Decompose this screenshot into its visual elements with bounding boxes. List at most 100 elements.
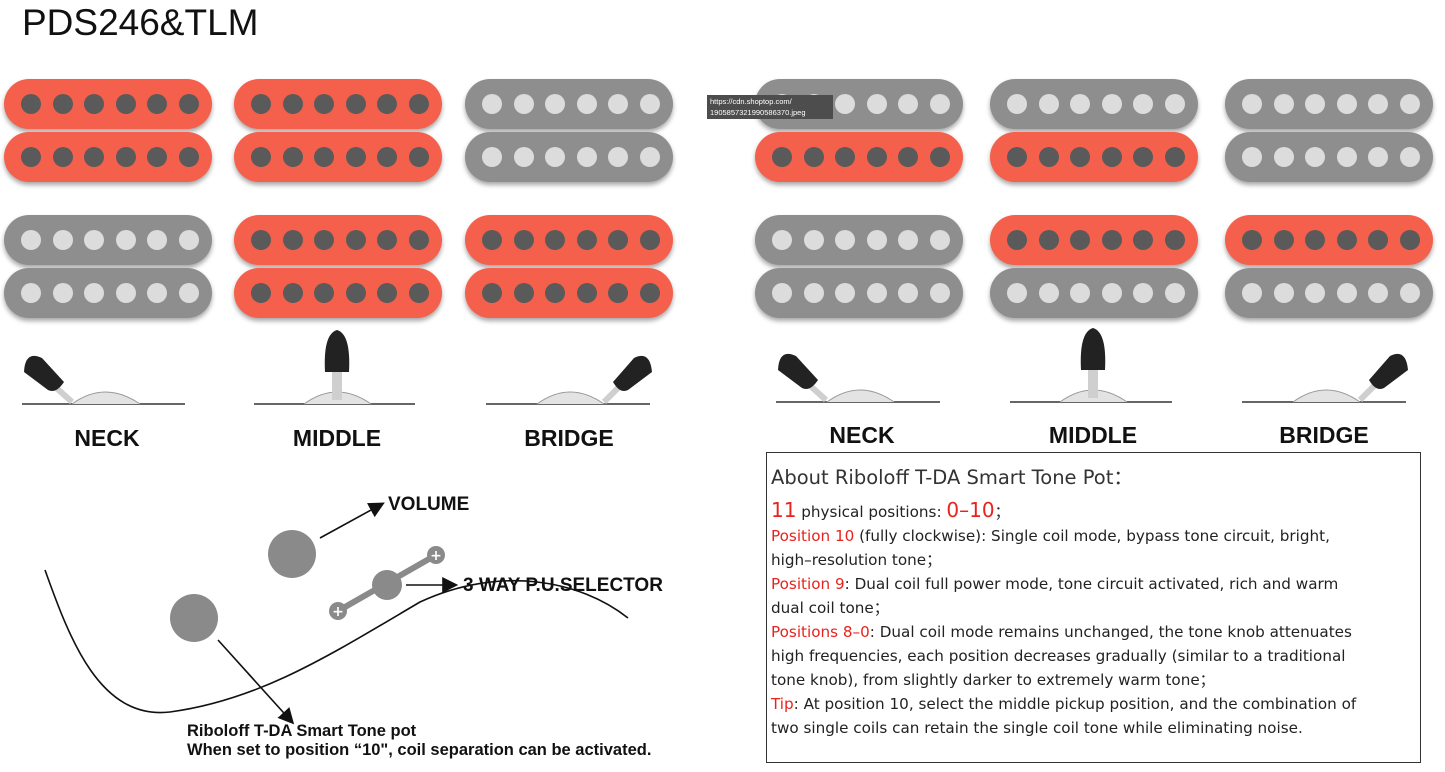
pole-piece (1164, 94, 1185, 114)
pole-piece (1273, 283, 1294, 303)
pole-piece (513, 147, 534, 167)
info-line-positions: 11 physical positions: 0–10； (771, 498, 1010, 522)
pole-piece (1038, 283, 1059, 303)
pole-piece (345, 94, 366, 114)
pole-piece (251, 94, 271, 114)
switch-bridge-icon-right (1242, 353, 1408, 403)
tooltip-line-1: https://cdn.shoptop.com/ (710, 97, 792, 106)
pole-piece (929, 94, 950, 114)
label-neck: NECK (74, 425, 140, 451)
pole-piece (513, 94, 534, 114)
pole-piece (639, 283, 660, 303)
pole-piece (377, 230, 397, 250)
pole-piece (115, 230, 136, 250)
pole-piece (1368, 94, 1388, 114)
pole-piece (314, 94, 334, 114)
pole-piece (178, 283, 199, 303)
info-heading: About Riboloff T-DA Smart Tone Pot： (771, 466, 1133, 489)
pole-piece (608, 283, 628, 303)
pole-piece (835, 230, 855, 250)
pole-piece (639, 94, 660, 114)
pole-piece (929, 283, 950, 303)
switch-middle-icon (254, 330, 415, 405)
pole-piece (803, 283, 824, 303)
pole-piece (803, 147, 824, 167)
pole-piece (1164, 230, 1185, 250)
pickup-coil-neck (4, 268, 212, 318)
info-line-pos10-cont: high–resolution tone； (771, 551, 942, 569)
pole-piece (52, 147, 73, 167)
label-neck-right: NECK (829, 422, 895, 448)
pole-piece (345, 283, 366, 303)
pole-piece (1101, 94, 1122, 114)
pole-piece (772, 230, 792, 250)
pole-piece (1242, 147, 1262, 167)
pole-piece (1242, 283, 1262, 303)
volume-knob-icon (268, 530, 316, 578)
pole-piece (52, 230, 73, 250)
pole-piece (513, 283, 534, 303)
pole-piece (1273, 147, 1294, 167)
label-middle-right: MIDDLE (1048, 422, 1138, 448)
pole-piece (314, 283, 334, 303)
pole-piece (1038, 94, 1059, 114)
pole-piece (898, 94, 918, 114)
pole-piece (1399, 94, 1420, 114)
pole-piece (1305, 147, 1325, 167)
pole-piece (576, 94, 597, 114)
pole-piece (608, 230, 628, 250)
pole-piece (84, 94, 104, 114)
pole-piece (377, 94, 397, 114)
pole-piece (835, 283, 855, 303)
pickup-coil-neck (4, 215, 212, 265)
pole-piece (377, 283, 397, 303)
pole-piece (314, 230, 334, 250)
plus-icon: + (332, 604, 344, 620)
pole-piece (866, 147, 887, 167)
pole-piece (147, 283, 167, 303)
pole-piece (147, 230, 167, 250)
pickup-coil-bridge (465, 215, 673, 265)
selector-label: 3 WAY P.U.SELECTOR (463, 575, 663, 596)
pole-piece (115, 94, 136, 114)
info-line-pos9: Position 9: Dual coil full power mode, t… (771, 575, 1339, 593)
pole-piece (576, 283, 597, 303)
pole-piece (52, 94, 73, 114)
pole-piece (408, 230, 429, 250)
pole-piece (377, 147, 397, 167)
info-count: 11 (771, 498, 797, 522)
pole-piece (345, 147, 366, 167)
pole-piece (772, 147, 792, 167)
switch-middle-icon-right (1010, 328, 1172, 403)
pole-piece (1101, 230, 1122, 250)
pole-piece (84, 283, 104, 303)
pole-piece (1336, 283, 1357, 303)
tone-pot-label: Riboloff T-DA Smart Tone pot (187, 722, 417, 740)
pole-piece (84, 147, 104, 167)
volume-label: VOLUME (388, 494, 470, 515)
pole-piece (608, 147, 628, 167)
info-line-tip-cont: two single coils can retain the single c… (771, 719, 1303, 737)
switch-neck-icon (22, 355, 185, 405)
info-line-pos10: Position 10 (fully clockwise): Single co… (771, 527, 1330, 545)
pole-piece (1368, 283, 1388, 303)
pole-piece (1336, 147, 1357, 167)
pole-piece (115, 147, 136, 167)
pickup-coil-neck (4, 132, 212, 182)
pole-piece (1368, 147, 1388, 167)
switch-neck-icon-right (776, 353, 940, 403)
pole-piece (1133, 94, 1153, 114)
pole-piece (639, 147, 660, 167)
pole-piece (178, 230, 199, 250)
pole-piece (251, 283, 271, 303)
pickup-coil-bridge (465, 268, 673, 318)
pole-piece (866, 230, 887, 250)
pole-piece (1399, 283, 1420, 303)
pole-piece (408, 94, 429, 114)
pole-piece (898, 230, 918, 250)
pickup-coil-bridge (465, 79, 673, 129)
pickup-coil-middle (234, 268, 442, 318)
pole-piece (1273, 94, 1294, 114)
pole-piece (282, 283, 303, 303)
info-line-pos8-0-cont2: tone knob), from slightly darker to extr… (771, 671, 1215, 689)
